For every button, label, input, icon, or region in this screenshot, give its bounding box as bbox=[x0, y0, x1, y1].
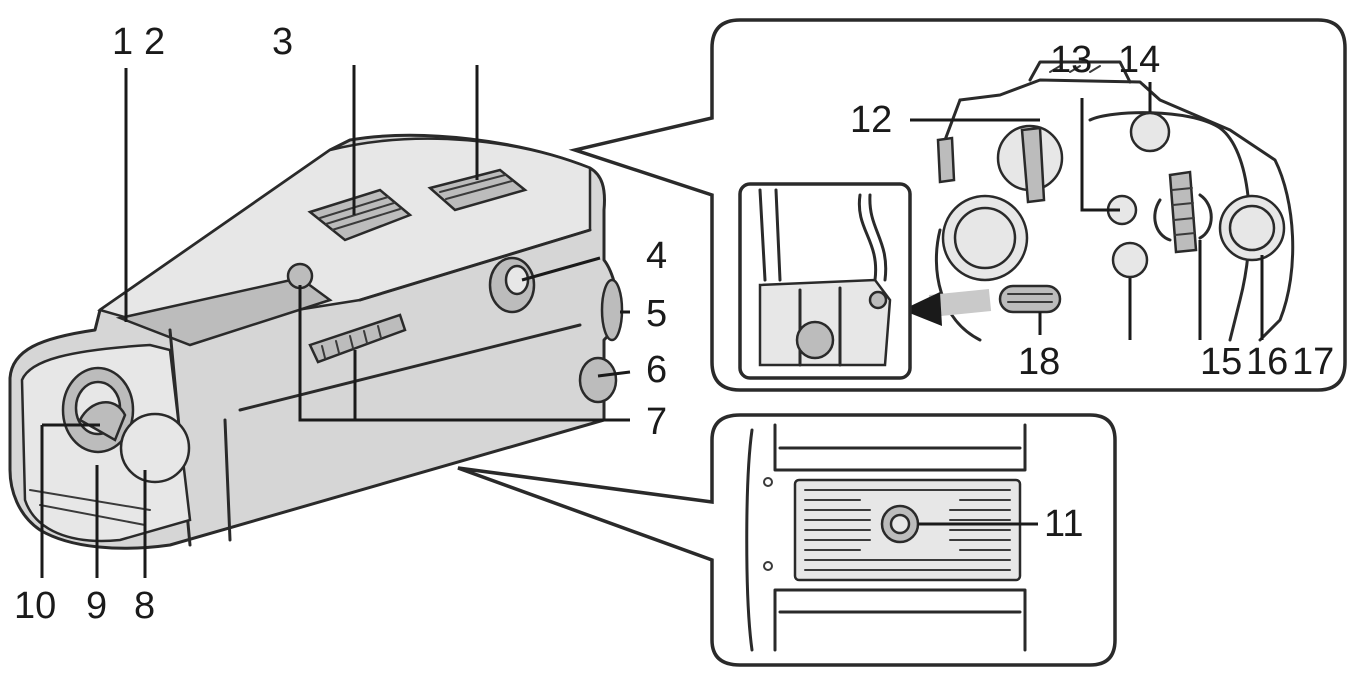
front-dial bbox=[308, 313, 407, 364]
callout-14: 14 bbox=[1118, 39, 1160, 81]
callout-6: 6 bbox=[646, 349, 667, 391]
strap-eyelet bbox=[286, 262, 314, 290]
callout-17: 17 bbox=[1292, 341, 1334, 383]
top-connectors bbox=[307, 168, 528, 242]
callout-10: 10 bbox=[14, 585, 56, 627]
callout-7: 7 bbox=[646, 401, 667, 443]
callout-5: 5 bbox=[646, 293, 667, 335]
callout-11: 11 bbox=[1044, 503, 1083, 545]
button-15 bbox=[1111, 241, 1149, 279]
body-controls bbox=[286, 256, 624, 404]
bottom-view-inset bbox=[457, 413, 1117, 667]
callout-18: 18 bbox=[1018, 341, 1060, 383]
callout-labels: 1 2 3 4 5 6 7 8 9 10 11 12 13 14 15 16 1… bbox=[14, 21, 1334, 627]
callout-9: 9 bbox=[86, 585, 107, 627]
fn-button bbox=[578, 356, 618, 404]
callout-16: 16 bbox=[1246, 341, 1288, 383]
rear-view-inset bbox=[568, 18, 1347, 392]
lock-lever bbox=[998, 284, 1062, 314]
callout-1: 1 bbox=[112, 21, 133, 63]
button-14 bbox=[1129, 111, 1171, 153]
callout-13: 13 bbox=[1050, 39, 1092, 81]
callout-3: 3 bbox=[272, 21, 293, 63]
on-off-lever bbox=[78, 401, 127, 442]
callout-2: 2 bbox=[144, 21, 165, 63]
rear-dial bbox=[600, 278, 624, 342]
callout-12: 12 bbox=[850, 99, 892, 141]
callout-8: 8 bbox=[134, 585, 155, 627]
vertical-controls bbox=[29, 366, 191, 526]
rear-dial-16 bbox=[1168, 170, 1198, 254]
vertical-fn-button bbox=[119, 412, 191, 484]
af-on-button-cap bbox=[504, 264, 530, 296]
callout-15: 15 bbox=[1200, 341, 1242, 383]
main-leaders bbox=[40, 65, 631, 578]
callout-4: 4 bbox=[646, 235, 667, 277]
